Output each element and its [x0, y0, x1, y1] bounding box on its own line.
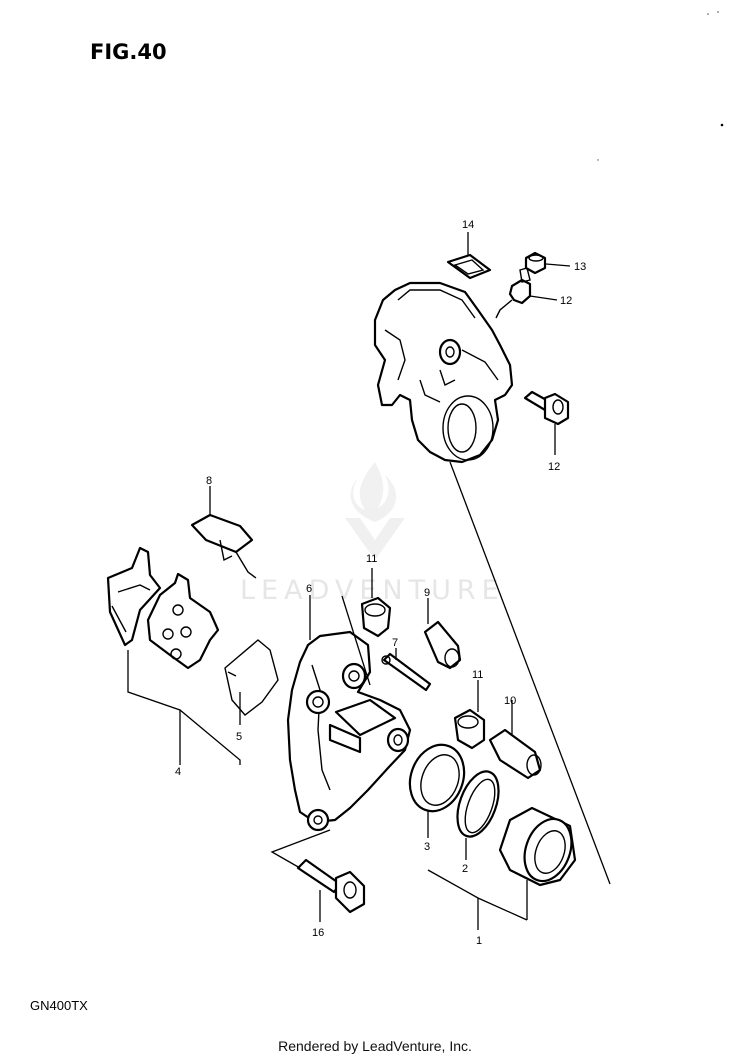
callout-7: 7 [392, 637, 398, 649]
callout-labels: 14 13 12 12 8 11 6 9 7 11 10 5 4 3 2 16 … [175, 219, 586, 947]
bleeder-screw [495, 267, 532, 319]
dust-boot-upper [360, 596, 392, 638]
pad-spring-clip-top [446, 253, 492, 280]
caliper-piston [498, 806, 577, 887]
callout-16: 16 [312, 927, 324, 939]
pad-shim [224, 639, 279, 716]
callout-9: 9 [424, 587, 430, 599]
callout-8: 8 [206, 475, 212, 487]
bleeder-cap [524, 251, 547, 275]
mounting-bolt-upper [523, 390, 570, 426]
callout-1: 1 [476, 935, 482, 947]
callout-14: 13 [574, 261, 586, 273]
dust-boot-lower [453, 708, 486, 750]
figure-title: FIG.40 [90, 40, 167, 64]
callout-10: 10 [504, 695, 516, 707]
callout-15: 14 [462, 219, 474, 231]
callout-4: 4 [175, 766, 181, 778]
scan-specks [597, 11, 724, 161]
piston-seal-ring [456, 770, 500, 838]
caliper-bracket [286, 630, 412, 832]
footer-credit: Rendered by LeadVenture, Inc. [278, 1038, 472, 1054]
slide-pin-lower [488, 728, 542, 780]
callout-11-lower: 11 [472, 669, 483, 681]
watermark-logo-icon [345, 462, 405, 560]
pad-spring [190, 513, 257, 579]
callout-5: 5 [236, 731, 242, 743]
callout-6: 6 [306, 583, 312, 595]
brake-pad-outer [106, 546, 162, 647]
callout-11-upper: 11 [366, 553, 377, 565]
piston-seal-set [408, 743, 466, 813]
caliper-housing [373, 281, 514, 464]
leader-lines [127, 232, 611, 930]
pad-pin [381, 652, 432, 692]
callout-2: 2 [462, 863, 468, 875]
mounting-bolt-lower [296, 858, 366, 914]
callout-12: 12 [548, 461, 560, 473]
callout-13: 12 [560, 295, 572, 307]
model-code: GN400TX [30, 998, 88, 1013]
callout-3: 3 [424, 841, 430, 853]
slide-pin-upper [423, 620, 462, 670]
brake-pad-inner [146, 572, 220, 670]
